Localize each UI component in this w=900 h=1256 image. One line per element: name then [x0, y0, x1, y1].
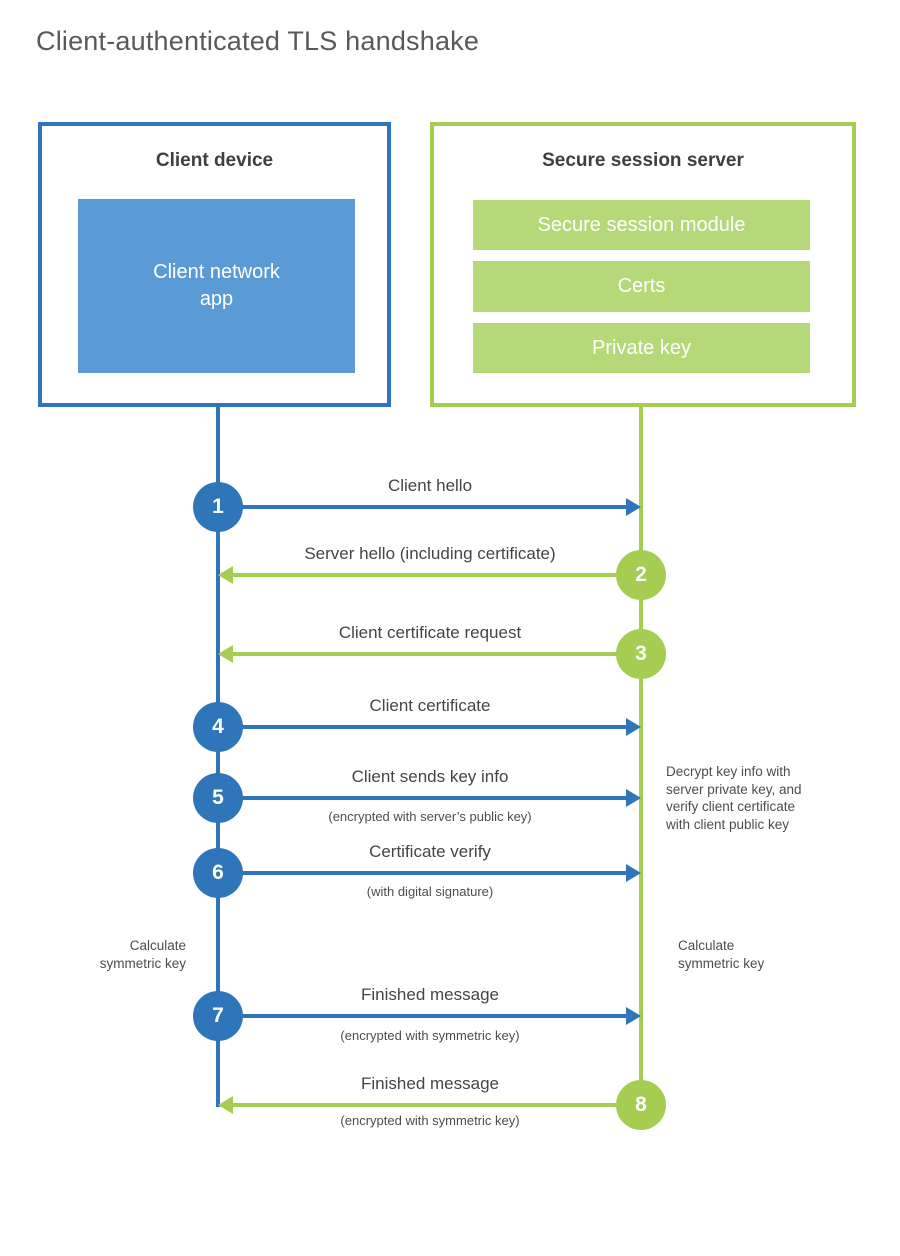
- step-2-label: Server hello (including certificate): [304, 544, 556, 563]
- step-2-circle: 2: [616, 550, 666, 600]
- step-1-number: 1: [212, 495, 224, 518]
- step-8-number: 8: [635, 1093, 647, 1116]
- server-lifeline: [639, 404, 643, 1105]
- step-4-arrowhead-icon: [626, 718, 641, 736]
- step-4-circle: 4: [193, 702, 243, 752]
- step-1-arrowhead-icon: [626, 498, 641, 516]
- client-lifeline: [216, 404, 220, 1107]
- step-6-circle: 6: [193, 848, 243, 898]
- step-3-arrow: [232, 652, 641, 656]
- step-5-sublabel: (encrypted with server’s public key): [328, 809, 532, 824]
- step-1-label: Client hello: [387, 476, 473, 495]
- calc-symmetric-key-right: Calculate symmetric key: [678, 938, 765, 971]
- page-title: Client-authenticated TLS handshake: [36, 26, 480, 56]
- certs-bar: Certs: [473, 261, 810, 312]
- step-8-label: Finished message: [361, 1074, 499, 1093]
- step-1-arrow: [218, 505, 626, 509]
- step-8-circle: 8: [616, 1080, 666, 1130]
- step-6-label: Certificate verify: [369, 842, 491, 861]
- step-5-arrow: [218, 796, 626, 800]
- client-network-app-box: Client network app: [78, 199, 355, 373]
- certs-label: Certs: [617, 275, 666, 297]
- step-2-arrowhead-icon: [218, 566, 233, 584]
- step-7-sublabel: (encrypted with symmetric key): [340, 1028, 520, 1043]
- secure-session-module-label: Secure session module: [537, 213, 746, 236]
- step-2-arrow: [232, 573, 641, 577]
- client-device-title: Client device: [155, 150, 274, 171]
- step-2-number: 2: [635, 563, 647, 586]
- step-5-arrowhead-icon: [626, 789, 641, 807]
- step-5-label: Client sends key info: [351, 767, 509, 786]
- client-network-app-label: Client network app: [153, 261, 280, 310]
- server-title: Secure session server: [542, 150, 744, 171]
- step-7-arrow: [218, 1014, 626, 1018]
- step-8-arrow: [232, 1103, 641, 1107]
- step-7-label: Finished message: [361, 985, 499, 1004]
- step-3-circle: 3: [616, 629, 666, 679]
- decrypt-note: Decrypt key info with server private key…: [666, 764, 802, 832]
- step-1-circle: 1: [193, 482, 243, 532]
- step-7-circle: 7: [193, 991, 243, 1041]
- step-5-circle: 5: [193, 773, 243, 823]
- step-7-arrowhead-icon: [626, 1007, 641, 1025]
- step-4-number: 4: [212, 715, 224, 738]
- private-key-bar: Private key: [473, 323, 810, 373]
- step-4-label: Client certificate: [369, 696, 491, 715]
- step-5-number: 5: [212, 786, 224, 809]
- step-6-arrowhead-icon: [626, 864, 641, 882]
- step-6-number: 6: [212, 861, 224, 884]
- secure-session-module-bar: Secure session module: [473, 200, 810, 250]
- step-3-arrowhead-icon: [218, 645, 233, 663]
- private-key-label: Private key: [592, 336, 691, 359]
- step-4-arrow: [218, 725, 626, 729]
- step-3-number: 3: [635, 642, 647, 665]
- calc-symmetric-key-left: Calculate symmetric key: [99, 938, 186, 971]
- step-8-sublabel: (encrypted with symmetric key): [340, 1113, 520, 1128]
- step-8-arrowhead-icon: [218, 1096, 233, 1114]
- step-7-number: 7: [212, 1004, 224, 1027]
- step-3-label: Client certificate request: [338, 623, 522, 642]
- step-6-arrow: [218, 871, 626, 875]
- step-6-sublabel: (with digital signature): [366, 884, 494, 899]
